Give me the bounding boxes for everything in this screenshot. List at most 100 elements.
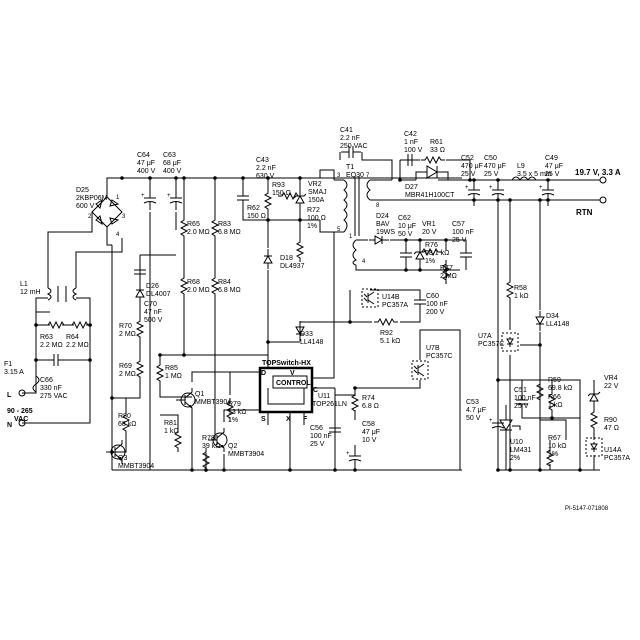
component-label-line: R93	[272, 182, 285, 189]
component-label-line: R69	[119, 363, 132, 370]
text-labels: 90 - 265 VAC L N 19.7 V, 3.3 A RTN TOPSw…	[4, 127, 630, 512]
component-label-line: 50 V	[398, 231, 413, 238]
component-label-line: 600 V	[76, 203, 95, 210]
component-label-line: R64	[66, 334, 79, 341]
component-label-line: C57	[452, 221, 465, 228]
component-label-line: 2 MΩ	[119, 371, 136, 378]
component-label-line: D25	[76, 187, 89, 194]
component-label-line: LL4148	[546, 321, 569, 328]
component-label-line: 13 kΩ	[228, 409, 246, 416]
component-label-line: 330 nF	[40, 385, 62, 392]
component-label-line: R65	[187, 221, 200, 228]
component-label-line: MMBT3904	[195, 399, 231, 406]
component-label-line: 1%	[228, 417, 238, 424]
d25-pin-2: 2	[88, 214, 92, 220]
component-label-line: C49	[545, 155, 558, 162]
component-label-line: R78	[202, 435, 215, 442]
component-label-line: 47 μF	[137, 160, 155, 167]
component-label-line: 2.0 MΩ	[187, 287, 210, 294]
component-label-line: 25 V	[310, 441, 325, 448]
component-label-line: C63	[163, 152, 176, 159]
component-label-line: VR4	[604, 375, 618, 382]
component-label-line: R79	[228, 401, 241, 408]
wiring	[22, 152, 600, 471]
component-label-line: 100 nF	[426, 301, 448, 308]
component-label-line: Q3	[118, 455, 127, 462]
component-label-line: DL4937	[280, 263, 305, 270]
ic-pin-c: C	[313, 387, 318, 394]
component-label-line: 6.8 MΩ	[218, 229, 241, 236]
component-label-line: U7A	[478, 333, 492, 340]
component-label-line: 10 μF	[398, 223, 416, 230]
junction-dots	[34, 176, 582, 472]
component-label-line: 12 mH	[20, 289, 41, 296]
t1-pin-3: 3	[337, 173, 341, 179]
component-label-line: 2.2 MΩ	[40, 342, 63, 349]
component-label-line: C66	[40, 377, 53, 384]
component-label-line: 150 Ω	[247, 213, 266, 220]
component-label-line: T1	[346, 164, 354, 171]
component-label-line: C41	[340, 127, 353, 134]
component-label-line: 100 V	[404, 147, 423, 154]
component-label-line: 5.1 kΩ	[380, 338, 400, 345]
component-label-line: 2 MΩ	[119, 331, 136, 338]
component-label-line: 1%	[307, 223, 317, 230]
input-voltage-line1: 90 - 265	[7, 408, 33, 415]
t1-pin-5: 5	[337, 227, 341, 233]
component-label-line: R92	[380, 330, 393, 337]
component-label-line: R66	[548, 394, 561, 401]
component-label-line: 1%	[548, 451, 558, 458]
component-label-line: D24	[376, 213, 389, 220]
output-return-label: RTN	[576, 208, 593, 217]
component-label-line: R58	[514, 285, 527, 292]
document-number: PI-5147-071808	[565, 506, 609, 512]
ic-refdes: U11	[318, 393, 330, 400]
component-label-line: VR2	[308, 181, 322, 188]
component-label-line: 47 μF	[545, 163, 563, 170]
component-label-line: 68 kΩ	[118, 421, 136, 428]
component-label-line: Q1	[195, 391, 204, 398]
component-label-line: 250 VAC	[340, 143, 368, 150]
ic-pin-v: V	[290, 370, 295, 377]
component-label-line: 20 V	[422, 229, 437, 236]
component-label-line: R68	[187, 279, 200, 286]
component-label-line: 100 nF	[514, 395, 536, 402]
component-label-line: 47 Ω	[604, 425, 619, 432]
component-label-line: 6.8 Ω	[362, 403, 379, 410]
component-label-line: L1	[20, 281, 28, 288]
ic-pin-s: S	[261, 416, 266, 423]
component-label-line: 2.2 MΩ	[66, 342, 89, 349]
component-label-line: U14B	[382, 294, 400, 301]
component-label-line: 470 μF	[461, 163, 483, 170]
component-label-line: 3.15 A	[4, 369, 24, 376]
